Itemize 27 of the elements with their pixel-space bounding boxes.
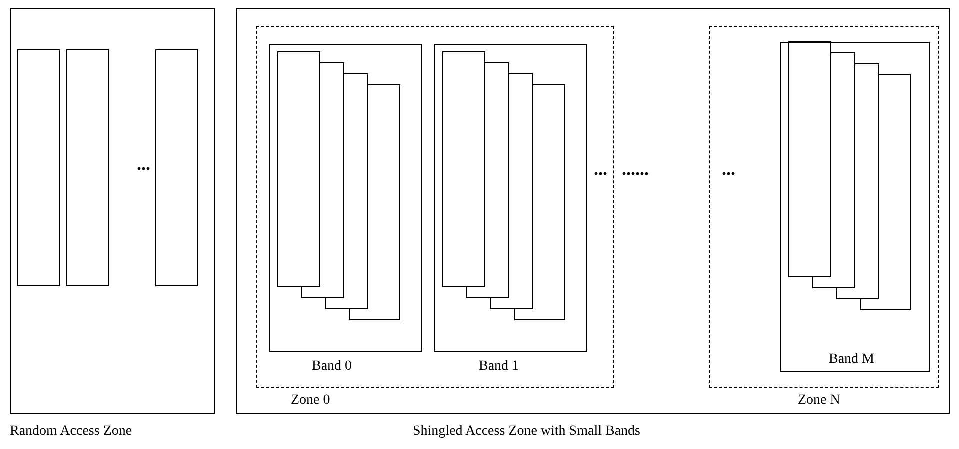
ellipsis-mark: ...... (622, 160, 649, 178)
zone-label: Zone 0 (291, 393, 330, 409)
zone-label: Zone N (798, 393, 840, 409)
track-strip (788, 42, 832, 278)
band-box (780, 42, 930, 372)
track-strip (442, 52, 486, 288)
ellipsis-mark: ... (137, 155, 150, 173)
track-strip (350, 84, 400, 320)
track-strip (860, 74, 912, 310)
track-strip (514, 84, 566, 320)
track-strip (278, 52, 320, 288)
track-strip (326, 74, 368, 310)
track-strip (302, 62, 344, 298)
band-label: Band 0 (312, 359, 352, 375)
ellipsis-mark: ... (722, 160, 736, 178)
track-strip (66, 50, 110, 286)
track-strip (490, 74, 534, 310)
track-strip (466, 62, 510, 298)
band-label: Band 1 (479, 359, 520, 375)
track-strip (812, 52, 856, 288)
track-strip (156, 50, 198, 286)
ellipsis-mark: ... (594, 160, 608, 178)
track-strip (18, 50, 60, 286)
zone-caption: Shingled Access Zone with Small Bands (413, 424, 640, 440)
zone-caption: Random Access Zone (10, 424, 132, 440)
band-label: Band M (829, 352, 874, 368)
track-strip (836, 64, 880, 300)
